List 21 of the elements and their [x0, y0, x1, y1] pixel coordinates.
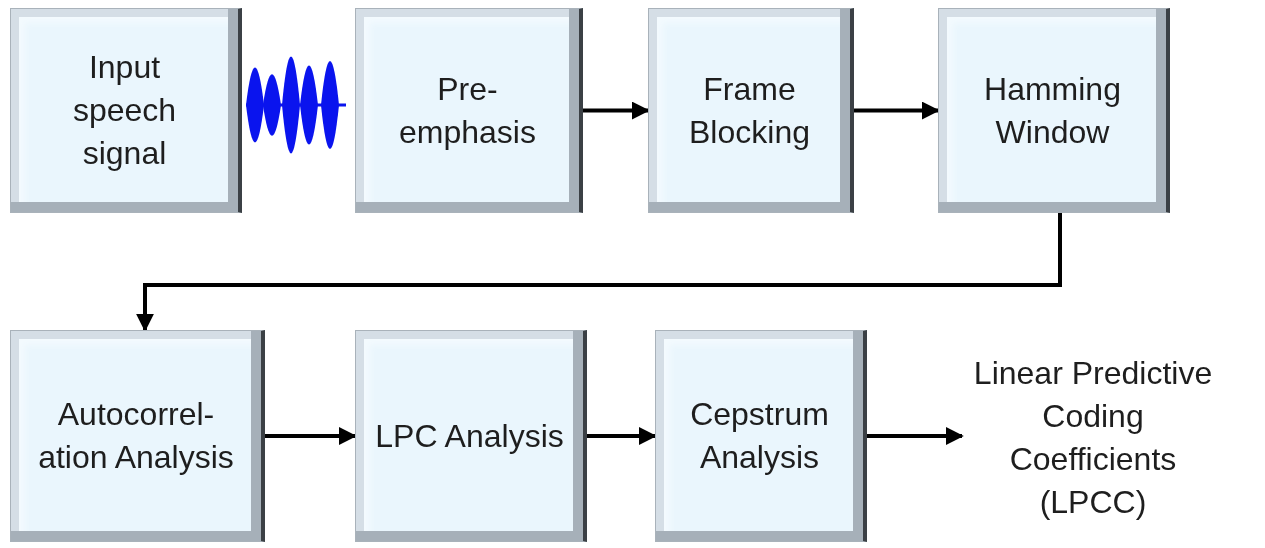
box-label: LPC Analysis: [375, 416, 564, 456]
box-label: Input speech signal: [71, 48, 178, 173]
process-box: [938, 8, 1170, 213]
box-label: Hamming Window: [983, 69, 1122, 152]
arrow: [867, 427, 964, 445]
process-box: [10, 8, 242, 213]
box-label: Cepstrum Analysis: [689, 395, 830, 477]
arrow: [583, 101, 650, 120]
arrow: [854, 101, 940, 120]
process-box: [655, 330, 867, 542]
box-label: Frame Blocking: [688, 69, 811, 152]
box-label: Autocorrel- ation Analysis: [37, 395, 235, 477]
process-box: [10, 330, 265, 542]
output-label: Linear Predictive Coding Coefficients (LPCC): [972, 353, 1214, 522]
process-box: [648, 8, 854, 213]
arrow: [587, 427, 657, 445]
process-box: [355, 330, 587, 542]
arrow: [265, 427, 357, 445]
box-label: Pre- emphasis: [398, 69, 537, 152]
arrow: [136, 213, 1062, 332]
process-box: [355, 8, 583, 213]
